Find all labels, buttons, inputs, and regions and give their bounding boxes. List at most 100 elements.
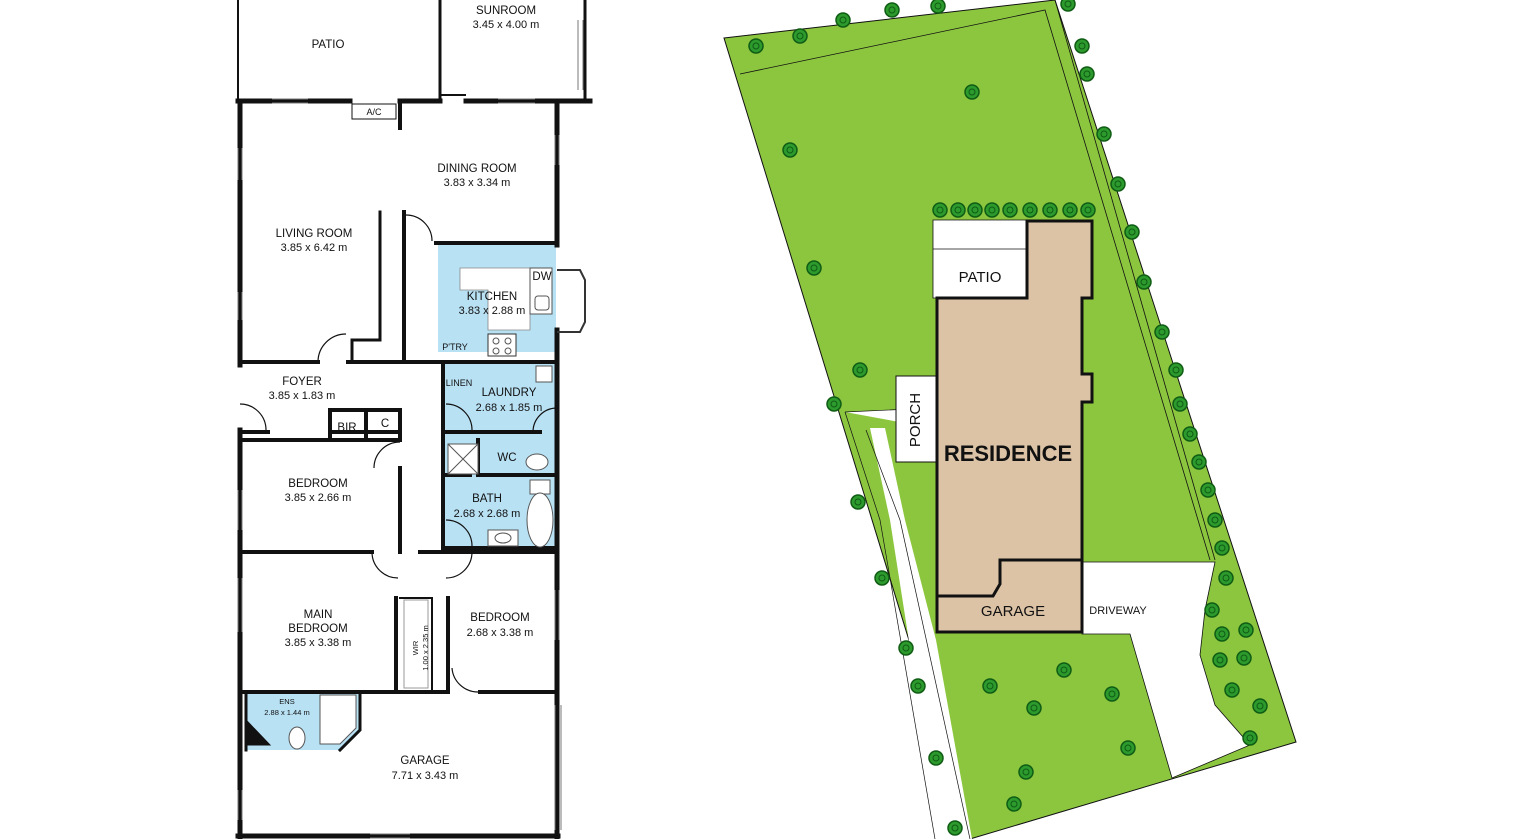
site-label-residence: RESIDENCE: [944, 441, 1072, 466]
tree-icon: [835, 12, 851, 28]
tree-icon-detail: [1211, 516, 1219, 524]
windows: [237, 20, 586, 839]
toilet-ens: [288, 726, 306, 750]
tree-icon-detail: [1124, 744, 1132, 752]
tree-icon-detail: [1114, 180, 1122, 188]
dims-ens: 2.88 x 1.44 m: [264, 708, 309, 717]
window-11: [370, 833, 410, 839]
tree-icon: [1060, 0, 1076, 12]
tree-icon-detail: [1006, 206, 1014, 214]
doors: [239, 94, 558, 693]
window-2: [498, 98, 535, 104]
fixtures: [247, 103, 554, 750]
laundry-tub: [535, 365, 553, 383]
label-linen: LINEN: [446, 378, 473, 388]
tree-icon-detail: [752, 42, 760, 50]
tree-icon-detail: [1010, 800, 1018, 808]
tree-icon: [1252, 698, 1268, 714]
tree-icon: [930, 0, 946, 14]
door-laundry: [445, 403, 473, 431]
wall-bedroom1: [238, 438, 446, 554]
window-4: [237, 292, 243, 320]
wir-rail: [403, 599, 429, 689]
tree-icon: [1212, 652, 1228, 668]
wall-bedroom2: [446, 550, 559, 694]
ac-unit: [351, 103, 397, 120]
tree-icon: [852, 362, 868, 378]
wall-laundry: [441, 360, 559, 550]
tree-icon-detail: [839, 16, 847, 24]
label-laundry: LAUNDRY: [482, 387, 537, 399]
door-mainbed: [371, 551, 399, 579]
tree-icon: [928, 750, 944, 766]
label-mainbed-2: BEDROOM: [288, 623, 347, 635]
label-dw: DW: [532, 271, 551, 283]
tree-icon: [1236, 650, 1252, 666]
tree-icon: [982, 678, 998, 694]
tree-icon-detail: [1216, 656, 1224, 664]
label-kitchen: KITCHEN: [467, 291, 517, 303]
tree-icon: [1214, 626, 1230, 642]
wall-ensuite: [244, 690, 362, 753]
tree-icon: [1056, 662, 1072, 678]
door-garage: [451, 667, 479, 693]
label-foyer: FOYER: [282, 376, 322, 388]
site-label-driveway: DRIVEWAY: [1089, 605, 1147, 617]
dims-mainbed: 3.85 x 3.38 m: [285, 637, 352, 649]
site-label-patio: PATIO: [959, 269, 1002, 286]
tree-icon-detail: [856, 366, 864, 374]
tree-icon: [1136, 274, 1152, 290]
dims-wir: 1.00 x 2.35 m: [421, 625, 430, 670]
label-sunroom: SUNROOM: [476, 5, 536, 17]
door-living-foyer: [317, 333, 347, 363]
tree-icon-detail: [786, 146, 794, 154]
tree-icon: [1242, 730, 1258, 746]
tree-icon: [1080, 202, 1096, 218]
tree-icon: [1042, 202, 1058, 218]
tree-icon: [898, 640, 914, 656]
dims-garage: 7.71 x 3.43 m: [392, 770, 459, 782]
tree-icon-detail: [1084, 206, 1092, 214]
tree-icon-detail: [1140, 278, 1148, 286]
burner-4: [504, 347, 512, 355]
tree-icon: [1074, 38, 1090, 54]
tree-icon: [1120, 740, 1136, 756]
tree-icon-detail: [1066, 206, 1074, 214]
tree-icon: [947, 820, 963, 836]
tree-icon: [1022, 202, 1038, 218]
window-7: [237, 790, 243, 820]
residence-building: [935, 219, 1094, 634]
room-labels: PATIO SUNROOM 3.45 x 4.00 m A/C DINING R…: [264, 5, 551, 782]
tree-icon: [1002, 202, 1018, 218]
window-6: [237, 578, 243, 632]
wall-sunroom: [438, 0, 587, 103]
window-10: [554, 705, 562, 830]
tree-icon-detail: [1176, 400, 1184, 408]
tree-icon-detail: [1240, 654, 1248, 662]
shower-diag: [447, 443, 479, 475]
tree-icon: [1191, 454, 1207, 470]
tree-icon-detail: [1246, 734, 1254, 742]
burner-2: [504, 337, 512, 345]
cooktop: [487, 333, 517, 357]
lawn-inner-boundary: [739, 9, 1211, 561]
label-garage: GARAGE: [400, 755, 450, 767]
tree-icon-detail: [986, 682, 994, 690]
tree-icon-detail: [1172, 366, 1180, 374]
tree-icon: [1096, 126, 1112, 142]
tree-icon-detail: [1128, 228, 1136, 236]
tree-icon-detail: [932, 754, 940, 762]
side-path: [845, 408, 972, 839]
site-plan: RESIDENCE PATIO PORCH GARAGE DRIVEWAY: [723, 0, 1297, 839]
tree-icon: [1124, 224, 1140, 240]
window-9: [554, 590, 560, 640]
site-label-garage: GARAGE: [981, 603, 1045, 620]
tree-icon-detail: [1186, 430, 1194, 438]
label-ac: A/C: [366, 107, 382, 117]
tree-icon: [792, 28, 808, 44]
tree-icon: [1168, 362, 1184, 378]
tree-icon-detail: [1256, 702, 1264, 710]
tree-icon: [884, 2, 900, 18]
sink-kitchen: [534, 295, 550, 311]
tree-icon: [874, 570, 890, 586]
